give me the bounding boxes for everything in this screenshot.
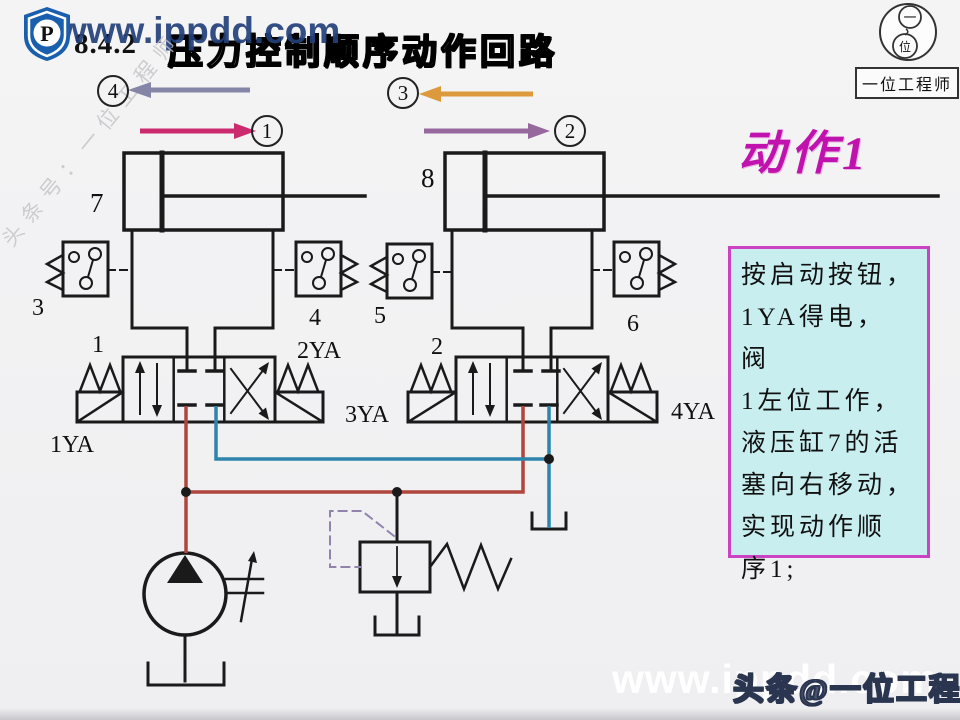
variable-pump: [142, 551, 265, 687]
solenoid-3ya-box: [406, 390, 458, 424]
relief-valve: [329, 490, 513, 637]
note-box: 按启动按钮， 1YA得电， 阀 1左位工作， 液压缸7的活 塞向右移动， 实现动…: [728, 246, 930, 583]
tank-icon: [373, 615, 421, 637]
shield-icon: P: [24, 7, 70, 61]
tank-icon: [146, 661, 226, 687]
limit-switch-6: [591, 240, 678, 298]
solenoid-2ya-box: [273, 390, 325, 424]
cylinder-8: [443, 150, 940, 233]
spring-icon: [78, 361, 122, 395]
junction-dot: [392, 487, 402, 497]
cylinder-7: [122, 150, 367, 233]
badge-top-char: 一: [903, 10, 916, 25]
step1-circle: [251, 115, 283, 147]
label-switch-3: 3: [32, 295, 44, 321]
bottom-byline: 头条@一位工程师: [732, 671, 960, 708]
spring-icon: [368, 255, 390, 294]
note-line: 实现动作顺: [741, 514, 887, 541]
limit-switch-5: [368, 242, 453, 300]
engineer-badge-icon: 一 位: [879, 3, 937, 61]
step4-circle: [97, 75, 129, 107]
label-cylinder-7: 7: [90, 188, 104, 218]
tank-icon: [530, 511, 568, 531]
directional-valve-2: [406, 355, 659, 424]
step2-circle: [554, 115, 586, 147]
label-valve-1: 1: [92, 332, 104, 358]
brand-shield-logo: P: [20, 5, 74, 68]
action-label: 动作1: [738, 128, 871, 180]
spring-icon: [276, 361, 320, 395]
note-line: 序1;: [741, 556, 798, 583]
badge-label: 一位工程师: [855, 67, 959, 99]
label-3ya: 3YA: [345, 402, 390, 428]
label-4ya: 4YA: [671, 399, 716, 425]
note-line: 1左位工作，: [741, 388, 903, 415]
junction-dot: [181, 487, 191, 497]
step3-number: 3: [398, 81, 409, 105]
cylinder-8-pipes: [450, 228, 594, 372]
bottom-watermark: www.ippdd.com: [612, 656, 938, 702]
return-line: [214, 406, 551, 528]
solenoid-4ya-box: [606, 390, 659, 424]
note-line: 1YA得电， 阀: [741, 304, 886, 373]
step2-arrowhead: [528, 123, 550, 139]
step2-number: 2: [565, 119, 576, 143]
note-line: 按启动按钮，: [741, 262, 916, 289]
variable-arrowhead: [248, 551, 257, 563]
label-valve-2: 2: [431, 334, 443, 360]
label-1ya: 1YA: [50, 432, 95, 458]
limit-switch-4: [273, 240, 360, 298]
step-markers: 4 1 3 2: [97, 75, 586, 147]
step3-arrowhead: [419, 86, 441, 102]
spring-icon: [338, 253, 360, 292]
badge-bottom-char: 位: [899, 39, 911, 54]
pilot-dash-line: [329, 510, 396, 568]
pump-flow-triangle: [167, 555, 203, 583]
engineer-badge: 一 位 一位工程师: [855, 2, 959, 99]
page-title: 压力控制顺序动作回路: [167, 32, 559, 73]
step4-arrowhead: [128, 82, 151, 98]
label-switch-6: 6: [627, 311, 639, 337]
top-watermark: www.ippdd.com: [58, 10, 341, 51]
spring-icon: [609, 361, 653, 395]
step1-number: 1: [262, 119, 273, 143]
label-cylinder-8: 8: [421, 163, 435, 193]
component-labels: 7 8 3 4 5 6 1 2 1YA 2YA 3YA 4YA: [32, 163, 716, 458]
bottom-edge-shadow: [0, 708, 960, 720]
cylinder-7-pipes: [130, 228, 275, 372]
step3-circle: [387, 77, 419, 109]
note-line: 塞向右移动，: [741, 472, 916, 499]
label-2ya: 2YA: [297, 338, 342, 364]
spring-icon: [44, 253, 66, 292]
step1-arrowhead: [234, 123, 256, 139]
junction-dot: [544, 454, 554, 464]
spring-icon: [428, 541, 513, 593]
spring-icon: [409, 361, 453, 395]
directional-valve-1: [75, 355, 325, 424]
label-switch-5: 5: [374, 303, 386, 329]
pressure-line: [184, 406, 525, 553]
step4-number: 4: [108, 79, 119, 103]
spring-icon: [656, 253, 678, 292]
note-line: 液压缸7的活: [741, 430, 903, 457]
label-switch-4: 4: [309, 305, 321, 331]
limit-switch-3: [44, 240, 133, 298]
shield-letter: P: [40, 21, 53, 46]
section-number: 8.4.2: [74, 28, 137, 60]
